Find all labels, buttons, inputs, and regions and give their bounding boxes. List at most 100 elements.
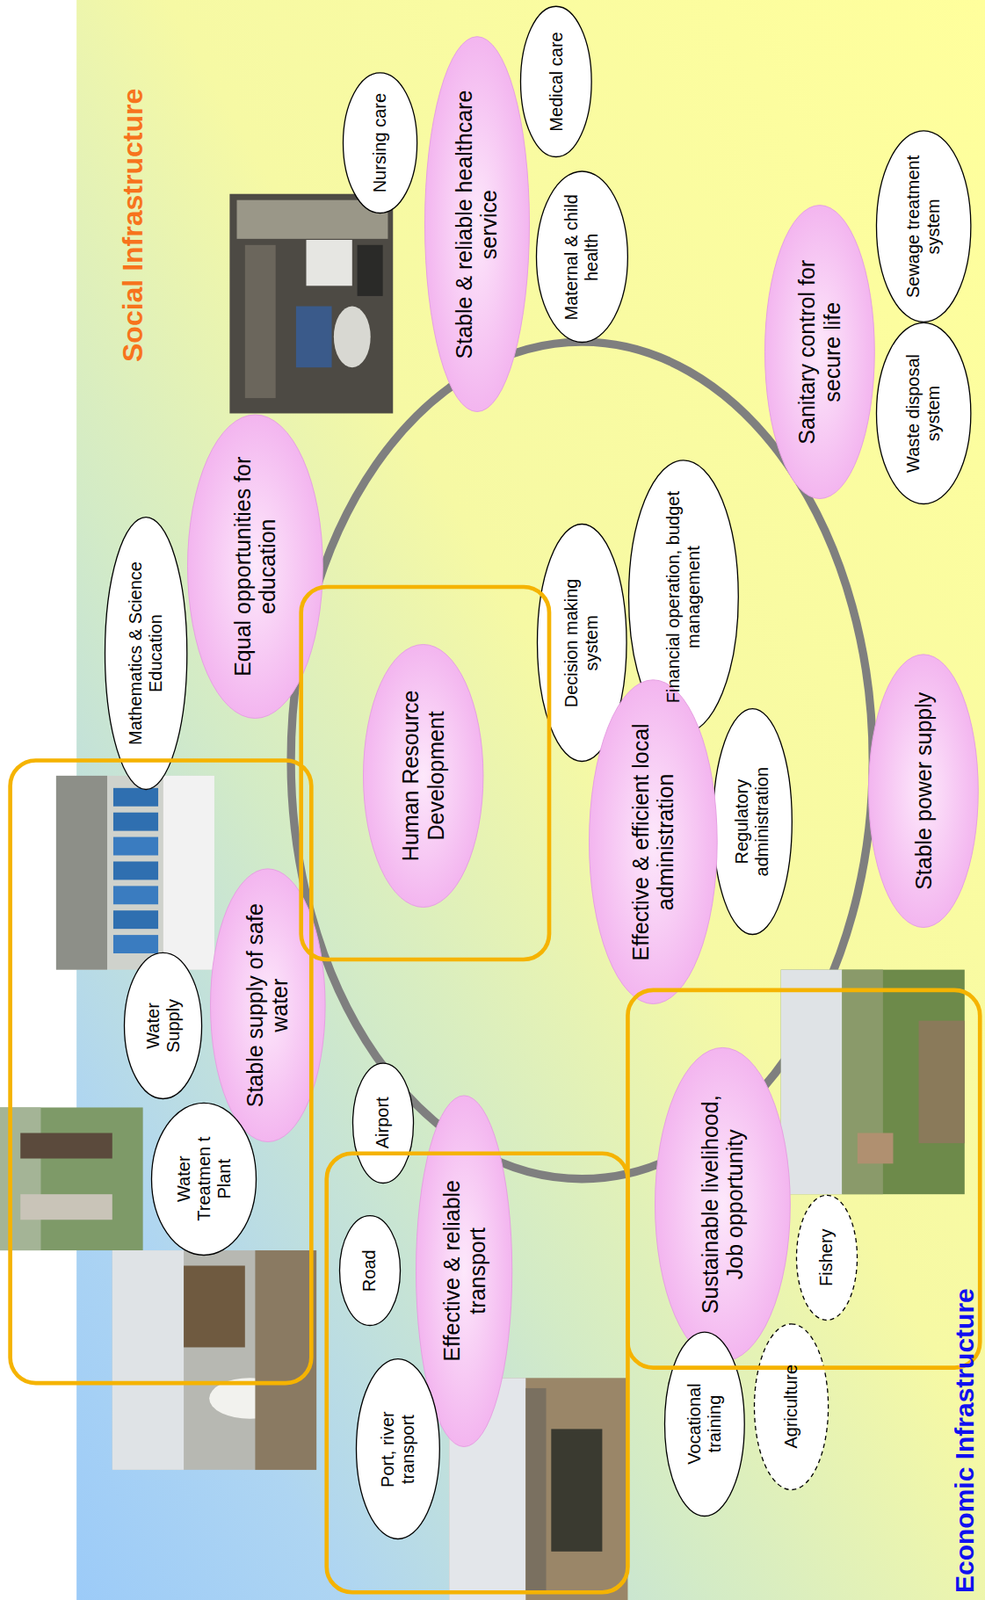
component-ellipse: Nursing care bbox=[341, 71, 419, 215]
component-ellipse-shape bbox=[152, 1102, 257, 1255]
text-block: Sustainable livelihood, Job opportunity bbox=[697, 1080, 749, 1328]
illustration-part bbox=[20, 1132, 113, 1159]
text-block: Human Resource Development bbox=[398, 672, 450, 880]
text-block: Regulatory administration bbox=[731, 738, 773, 906]
goal-ellipse: Stable & reliable healthcare service bbox=[423, 36, 531, 414]
text-block: Vocational training bbox=[684, 1356, 725, 1492]
goal-text: Equal opportunities for education bbox=[230, 447, 282, 687]
water-bottles-photo bbox=[56, 775, 215, 971]
illustration-part bbox=[781, 970, 965, 1196]
illustration-part bbox=[113, 885, 159, 905]
component-ellipse-shape bbox=[753, 1323, 828, 1490]
text-block: Decision making system bbox=[561, 549, 602, 737]
component-text: Agriculture bbox=[781, 1364, 802, 1449]
water-site-photo bbox=[0, 1107, 144, 1251]
component-ellipse: Fishery bbox=[795, 1194, 859, 1322]
text-block: Agriculture bbox=[781, 1364, 802, 1449]
text-block: Airport bbox=[372, 1096, 393, 1149]
text-block: Road bbox=[359, 1249, 380, 1292]
goal-ellipse-shape bbox=[363, 644, 484, 907]
goal-ellipse: Effective & efficient local administrati… bbox=[587, 679, 719, 1007]
component-text: Port, river transport bbox=[377, 1382, 419, 1518]
fields-photo bbox=[781, 970, 965, 1196]
illustration-part bbox=[113, 861, 159, 880]
component-text: Sewage treatment system bbox=[903, 151, 944, 303]
component-ellipse: Water Supply bbox=[123, 951, 203, 1101]
goal-ellipse-shape bbox=[655, 1047, 791, 1362]
focus-frame bbox=[301, 586, 550, 960]
goal-ellipse: Stable power supply bbox=[867, 652, 980, 929]
goal-text: Sanitary control for secure life bbox=[794, 236, 846, 468]
text-block: Maternal & child health bbox=[561, 189, 602, 326]
focus-frame bbox=[10, 760, 312, 1384]
component-ellipse: Mathematics & Science Education bbox=[103, 515, 189, 791]
illustration-part bbox=[0, 1107, 41, 1251]
illustration-part bbox=[113, 910, 159, 929]
illustration-part bbox=[113, 837, 159, 856]
component-ellipse-shape bbox=[535, 172, 628, 343]
component-text: Mathematics & Science Education bbox=[125, 549, 167, 757]
component-ellipse: Medical care bbox=[519, 5, 594, 159]
text-block: Equal opportunities for education bbox=[230, 447, 282, 687]
component-text: Airport bbox=[372, 1096, 393, 1149]
component-ellipse-shape bbox=[664, 1332, 745, 1516]
section-title: Economic Infrastructure bbox=[949, 1288, 981, 1594]
component-ellipse: Vocational training bbox=[663, 1330, 746, 1517]
text-block: Water Treatmen t Plant bbox=[173, 1127, 235, 1232]
component-ellipse-shape bbox=[876, 322, 971, 504]
focus-frame bbox=[627, 990, 980, 1369]
goal-text: Stable supply of safe water bbox=[242, 898, 294, 1114]
goal-ellipse-shape bbox=[869, 654, 979, 928]
goal-text: Effective & efficient local administrati… bbox=[628, 714, 680, 970]
illustration-part bbox=[857, 1132, 894, 1164]
background-panel bbox=[76, 0, 985, 1600]
section-title: Social Infrastructure bbox=[116, 88, 150, 363]
component-ellipse-shape bbox=[356, 1359, 441, 1540]
component-ellipse: Road bbox=[338, 1214, 402, 1327]
component-ellipse-shape bbox=[352, 1063, 413, 1183]
component-ellipse-shape bbox=[796, 1195, 857, 1320]
illustration-part bbox=[112, 1250, 184, 1471]
component-text: Medical care bbox=[546, 31, 567, 131]
illustration-part bbox=[781, 970, 843, 1196]
component-ellipse: Agriculture bbox=[753, 1322, 830, 1492]
illustration-part bbox=[113, 934, 159, 954]
text-block: Medical care bbox=[546, 31, 567, 131]
illustration-part bbox=[163, 775, 215, 971]
illustration-part bbox=[20, 1194, 113, 1220]
component-text: Road bbox=[359, 1249, 380, 1292]
component-ellipse-shape bbox=[342, 72, 417, 214]
illustration-part bbox=[919, 1021, 965, 1144]
text-block: Nursing care bbox=[369, 93, 391, 193]
illustration-part bbox=[56, 775, 215, 971]
goal-ellipse: Equal opportunities for education bbox=[186, 413, 325, 720]
goal-ellipse-shape bbox=[589, 680, 718, 1005]
illustration-part bbox=[333, 306, 371, 369]
goal-text: Stable & reliable healthcare service bbox=[451, 77, 503, 372]
component-ellipse-shape bbox=[104, 517, 187, 790]
text-block: Fishery bbox=[816, 1228, 837, 1287]
goal-text: Human Resource Development bbox=[398, 672, 450, 880]
goal-ellipse: Human Resource Development bbox=[362, 643, 485, 909]
goal-text: Stable power supply bbox=[911, 692, 937, 891]
component-text: Decision making system bbox=[561, 549, 602, 737]
illustration-part bbox=[56, 775, 108, 971]
component-text: Vocational training bbox=[684, 1356, 725, 1492]
illustration-part bbox=[0, 1107, 144, 1251]
component-ellipse: Sewage treatment system bbox=[875, 130, 972, 325]
goal-ellipse: Sustainable livelihood, Job opportunity bbox=[653, 1046, 792, 1363]
text-block: Mathematics & Science Education bbox=[125, 549, 167, 757]
focus-frame bbox=[326, 1153, 629, 1594]
illustration-part bbox=[183, 1266, 246, 1348]
component-ellipse-shape bbox=[124, 952, 203, 1099]
illustration-part bbox=[112, 1250, 317, 1471]
illustration-part bbox=[10, 586, 981, 1593]
text-block: Stable power supply bbox=[911, 692, 937, 891]
component-ellipse: Regulatory administration bbox=[711, 707, 794, 936]
text-block: Sanitary control for secure life bbox=[794, 236, 846, 468]
component-text: Maternal & child health bbox=[561, 189, 602, 326]
text-block: Stable supply of safe water bbox=[242, 898, 294, 1114]
component-text: Nursing care bbox=[369, 93, 391, 193]
